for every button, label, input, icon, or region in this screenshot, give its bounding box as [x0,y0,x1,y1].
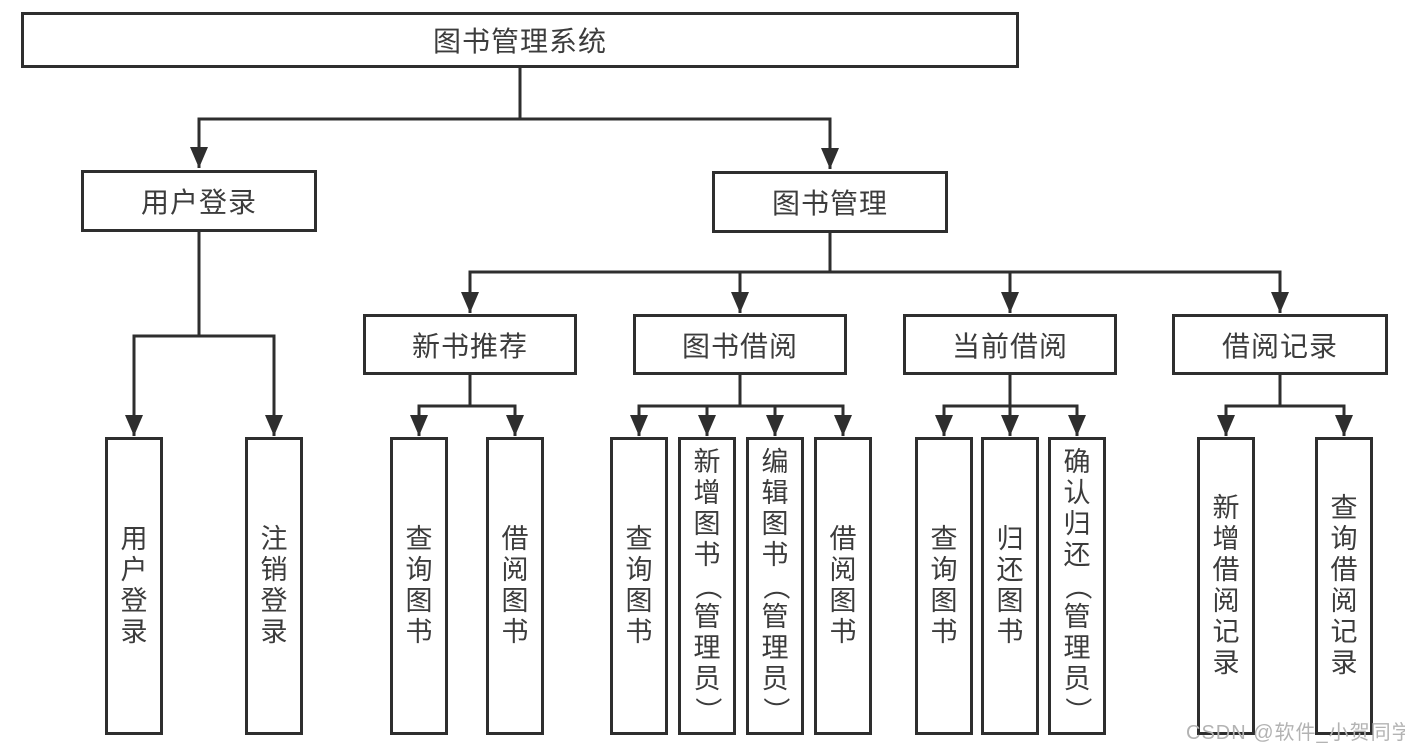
leaf-records-add: 新增借阅记录 [1197,437,1255,735]
node-new-books-label: 新书推荐 [411,330,528,362]
leaf-current-confirm-label: 确认归还（管理员） [1062,446,1093,724]
leaf-borrow-book: 借阅图书 [814,437,872,735]
leaf-borrow-query: 查询图书 [610,437,668,735]
leaf-logout: 注销登录 [245,437,303,735]
leaf-user-login-label: 用户登录 [120,524,148,647]
leaf-borrow-edit-label: 编辑图书（管理员） [760,446,791,724]
node-root: 图书管理系统 [21,12,1019,68]
leaf-newbooks-query: 查询图书 [390,437,448,735]
node-borrow-records-label: 借阅记录 [1221,330,1338,362]
leaf-current-return-label: 归还图书 [996,524,1024,647]
leaf-user-login: 用户登录 [105,437,163,735]
node-new-books: 新书推荐 [363,314,577,375]
leaf-newbooks-borrow: 借阅图书 [486,437,544,735]
node-user-login-label: 用户登录 [140,187,257,218]
node-book-borrow: 图书借阅 [633,314,847,375]
leaf-records-query: 查询借阅记录 [1315,437,1373,735]
leaf-records-query-label: 查询借阅记录 [1330,493,1358,678]
csdn-watermark: CSDN @软件_小贺同学 [1186,722,1405,744]
node-root-label: 图书管理系统 [432,26,607,57]
leaf-current-query: 查询图书 [915,437,973,735]
node-borrow-records: 借阅记录 [1172,314,1388,375]
node-current-borrow: 当前借阅 [903,314,1117,375]
node-book-mgmt: 图书管理 [712,171,948,233]
leaf-records-add-label: 新增借阅记录 [1212,493,1240,678]
leaf-current-query-label: 查询图书 [930,524,958,647]
node-book-borrow-label: 图书借阅 [681,330,798,362]
leaf-borrow-book-label: 借阅图书 [829,524,857,647]
leaf-logout-label: 注销登录 [260,524,288,647]
leaf-borrow-edit: 编辑图书（管理员） [746,437,804,735]
leaf-current-confirm: 确认归还（管理员） [1048,437,1106,735]
leaf-newbooks-borrow-label: 借阅图书 [501,524,529,647]
leaf-borrow-add-label: 新增图书（管理员） [692,446,723,724]
node-book-mgmt-label: 图书管理 [771,188,888,219]
leaf-newbooks-query-label: 查询图书 [405,524,433,647]
node-current-borrow-label: 当前借阅 [951,330,1068,362]
leaf-current-return: 归还图书 [981,437,1039,735]
node-user-login: 用户登录 [81,170,317,232]
leaf-borrow-query-label: 查询图书 [625,524,653,647]
leaf-borrow-add: 新增图书（管理员） [678,437,736,735]
